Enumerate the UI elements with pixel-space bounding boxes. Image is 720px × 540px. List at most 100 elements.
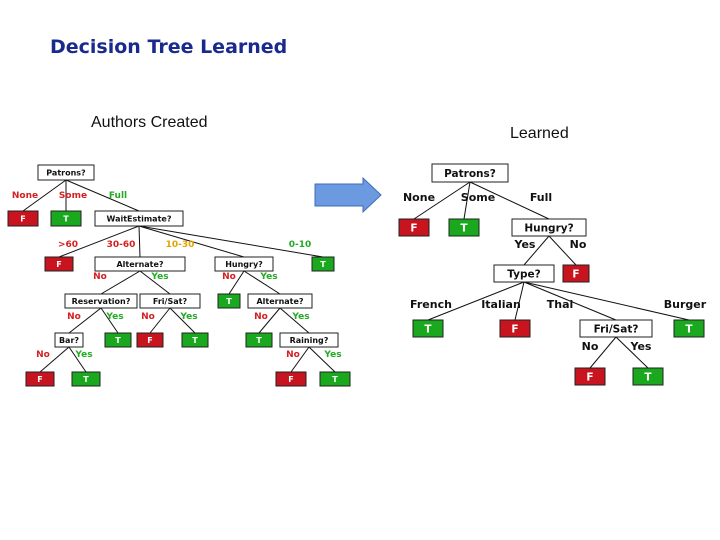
- tree-edge: [169, 307, 196, 334]
- leaf-true-node: T: [632, 367, 664, 386]
- edge-label: Yes: [259, 272, 277, 282]
- question-node: Type?: [493, 264, 555, 283]
- leaf-false-node: F: [44, 256, 74, 272]
- node-label: F: [20, 214, 25, 223]
- edge-label: No: [286, 350, 300, 360]
- edge-label: 0-10: [289, 240, 312, 250]
- node-label: T: [192, 336, 198, 345]
- tree-edge: [39, 346, 70, 373]
- edge-label: No: [67, 312, 81, 322]
- edge-label: >60: [58, 240, 78, 250]
- edge-label: Yes: [179, 312, 197, 322]
- edge-label: Some: [59, 191, 87, 201]
- node-label: Hungry?: [225, 260, 263, 269]
- slide-title: Decision Tree Learned: [50, 36, 288, 58]
- node-label: Fri/Sat?: [594, 323, 639, 335]
- edge-label: No: [36, 350, 50, 360]
- node-label: Patrons?: [46, 168, 86, 177]
- node-label: F: [56, 260, 61, 269]
- leaf-true-node: T: [104, 332, 132, 348]
- tree-edge: [615, 336, 649, 369]
- tree-edge: [290, 346, 310, 373]
- tree-edge: [463, 181, 471, 220]
- edge-label: No: [570, 238, 587, 251]
- tree-edge: [258, 307, 281, 334]
- leaf-false-node: F: [562, 264, 590, 283]
- tree-edge: [138, 225, 324, 258]
- tree-edge: [523, 235, 550, 266]
- tree-edge: [548, 235, 577, 266]
- edge-label: None: [12, 191, 38, 201]
- question-node: Fri/Sat?: [139, 293, 201, 309]
- tree-edge: [100, 270, 141, 295]
- edge-label: Yes: [105, 312, 123, 322]
- edge-label: Yes: [150, 272, 168, 282]
- question-node: Bar?: [54, 332, 84, 348]
- edge-label: Yes: [291, 312, 309, 322]
- leaf-false-node: F: [499, 319, 531, 338]
- leaf-true-node: T: [673, 319, 705, 338]
- right-arrow-icon: [314, 176, 382, 214]
- node-label: T: [685, 323, 693, 335]
- tree-edge: [68, 346, 87, 373]
- question-node: WaitEstimate?: [94, 210, 184, 227]
- edge-label: 30-60: [107, 240, 136, 250]
- edge-label: None: [403, 191, 435, 204]
- tree-edge: [228, 270, 245, 295]
- question-node: Patrons?: [431, 163, 509, 183]
- tree-edge: [100, 307, 119, 334]
- node-label: Alternate?: [116, 260, 163, 269]
- node-label: F: [586, 371, 593, 383]
- question-node: Hungry?: [511, 218, 587, 237]
- node-label: Patrons?: [444, 168, 496, 180]
- leaf-true-node: T: [448, 218, 480, 237]
- leaf-true-node: T: [181, 332, 209, 348]
- edge-label: 10-30: [166, 240, 195, 250]
- leaf-true-node: T: [71, 371, 101, 387]
- edge-label: Yes: [74, 350, 92, 360]
- node-label: T: [644, 371, 652, 383]
- leaf-true-node: T: [319, 371, 351, 387]
- edge-label: Yes: [323, 350, 341, 360]
- tree-edge: [65, 179, 140, 212]
- edge-label: No: [222, 272, 236, 282]
- node-label: T: [460, 222, 468, 234]
- edge-label: French: [410, 298, 452, 311]
- edge-label: No: [141, 312, 155, 322]
- node-label: F: [288, 375, 293, 384]
- tree-edge: [413, 181, 471, 220]
- node-label: T: [63, 214, 69, 223]
- node-label: WaitEstimate?: [107, 214, 172, 223]
- question-node: Patrons?: [37, 164, 95, 181]
- edge-label: Thai: [547, 298, 574, 311]
- leaf-true-node: T: [245, 332, 273, 348]
- leaf-true-node: T: [217, 293, 241, 309]
- node-label: Type?: [507, 268, 541, 280]
- node-label: Hungry?: [524, 222, 573, 234]
- edge-label: Full: [109, 191, 127, 201]
- node-label: Reservation?: [72, 297, 131, 306]
- tree-edge: [427, 281, 525, 321]
- tree-edge: [149, 307, 171, 334]
- node-label: F: [410, 222, 417, 234]
- leaf-true-node: T: [311, 256, 335, 272]
- tree-edge: [139, 270, 171, 295]
- leaf-false-node: F: [7, 210, 39, 227]
- learned-caption: Learned: [510, 125, 569, 142]
- tree-edge: [523, 281, 617, 321]
- tree-edge: [308, 346, 336, 373]
- node-label: T: [226, 297, 232, 306]
- node-label: T: [115, 336, 121, 345]
- node-label: T: [424, 323, 432, 335]
- node-label: T: [320, 260, 326, 269]
- node-label: Fri/Sat?: [153, 297, 188, 306]
- tree-edge: [523, 281, 690, 321]
- question-node: Hungry?: [214, 256, 274, 272]
- leaf-false-node: F: [25, 371, 55, 387]
- edge-label: Yes: [630, 340, 652, 353]
- node-label: F: [572, 268, 579, 280]
- leaf-false-node: F: [398, 218, 430, 237]
- tree-edge: [514, 281, 525, 321]
- tree-edge: [279, 307, 310, 334]
